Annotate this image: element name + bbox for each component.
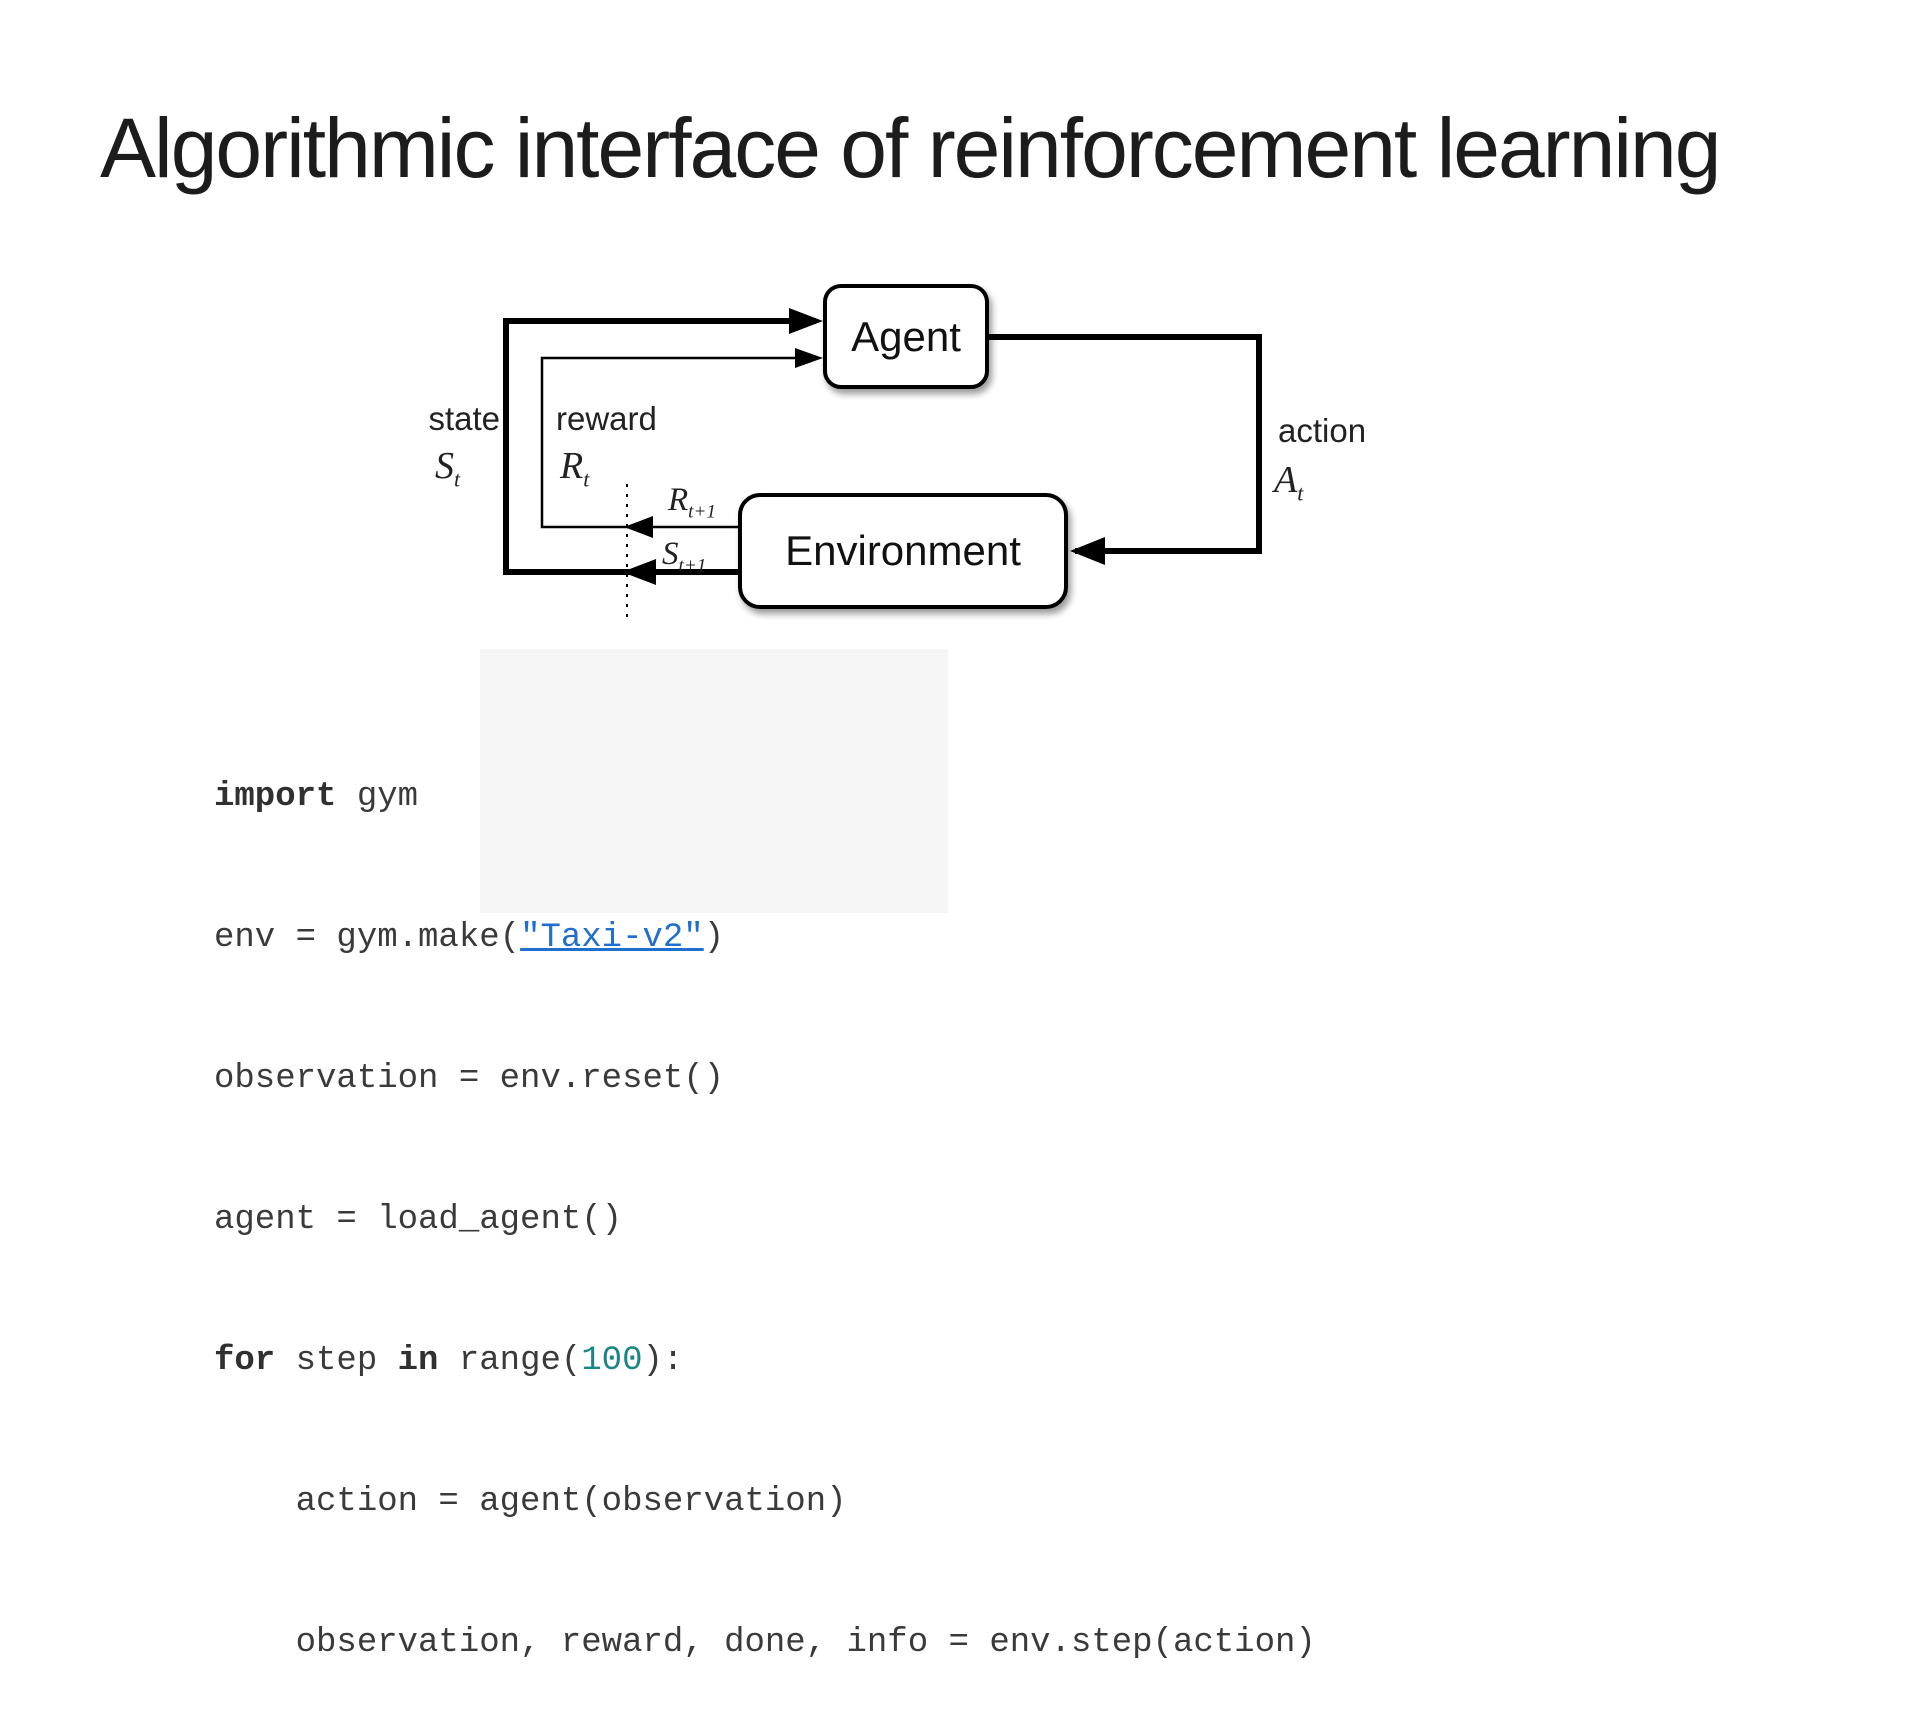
keyword-for: for (214, 1342, 276, 1380)
reward-next-arrowhead-icon (624, 516, 653, 538)
number-literal: 100 (581, 1342, 643, 1380)
agent-environment-diagram (503, 308, 1262, 622)
code-snippet: import gym env = gym.make("Taxi-v2") obs… (214, 680, 1316, 1714)
reward-label: reward (556, 400, 657, 437)
state-label: state (428, 400, 500, 437)
taxi-v2-link[interactable]: "Taxi-v2" (520, 919, 704, 957)
code-line: env = gym.make("Taxi-v2") (214, 919, 725, 957)
agent-box: Agent (823, 284, 989, 389)
state-next-symbol: St+1 (662, 536, 707, 577)
action-label: action (1278, 412, 1367, 449)
page-title: Algorithmic interface of reinforcement l… (100, 101, 1721, 196)
reward-into-agent-arrowhead-icon (795, 348, 823, 368)
slide: { "slide": { "title": "Algorithmic inter… (100, 101, 1722, 1662)
agent-box-label: Agent (851, 312, 961, 360)
environment-box-label: Environment (785, 527, 1021, 574)
code-line: for step in range(100): (214, 1342, 684, 1380)
code-line: observation = env.reset() (214, 1060, 725, 1098)
reward-next-symbol: Rt+1 (668, 482, 716, 523)
state-next-arrowhead-icon (622, 559, 656, 585)
code-line: observation, reward, done, info = env.st… (214, 1624, 1316, 1662)
keyword-import: import (214, 778, 337, 816)
state-into-agent-arrowhead-icon (789, 308, 823, 334)
action-symbol: At (1274, 459, 1304, 506)
action-into-environment-arrowhead-icon (1070, 537, 1105, 565)
code-line: action = agent(observation) (214, 1483, 847, 1521)
keyword-in: in (397, 1342, 439, 1380)
environment-box: Environment (738, 493, 1068, 609)
reward-symbol: Rt (560, 445, 590, 492)
action-line (989, 334, 1262, 554)
state-symbol: St (434, 445, 461, 492)
code-line: import gym (214, 778, 419, 816)
code-background-rect (480, 649, 948, 913)
code-line: agent = load_agent() (214, 1201, 623, 1239)
